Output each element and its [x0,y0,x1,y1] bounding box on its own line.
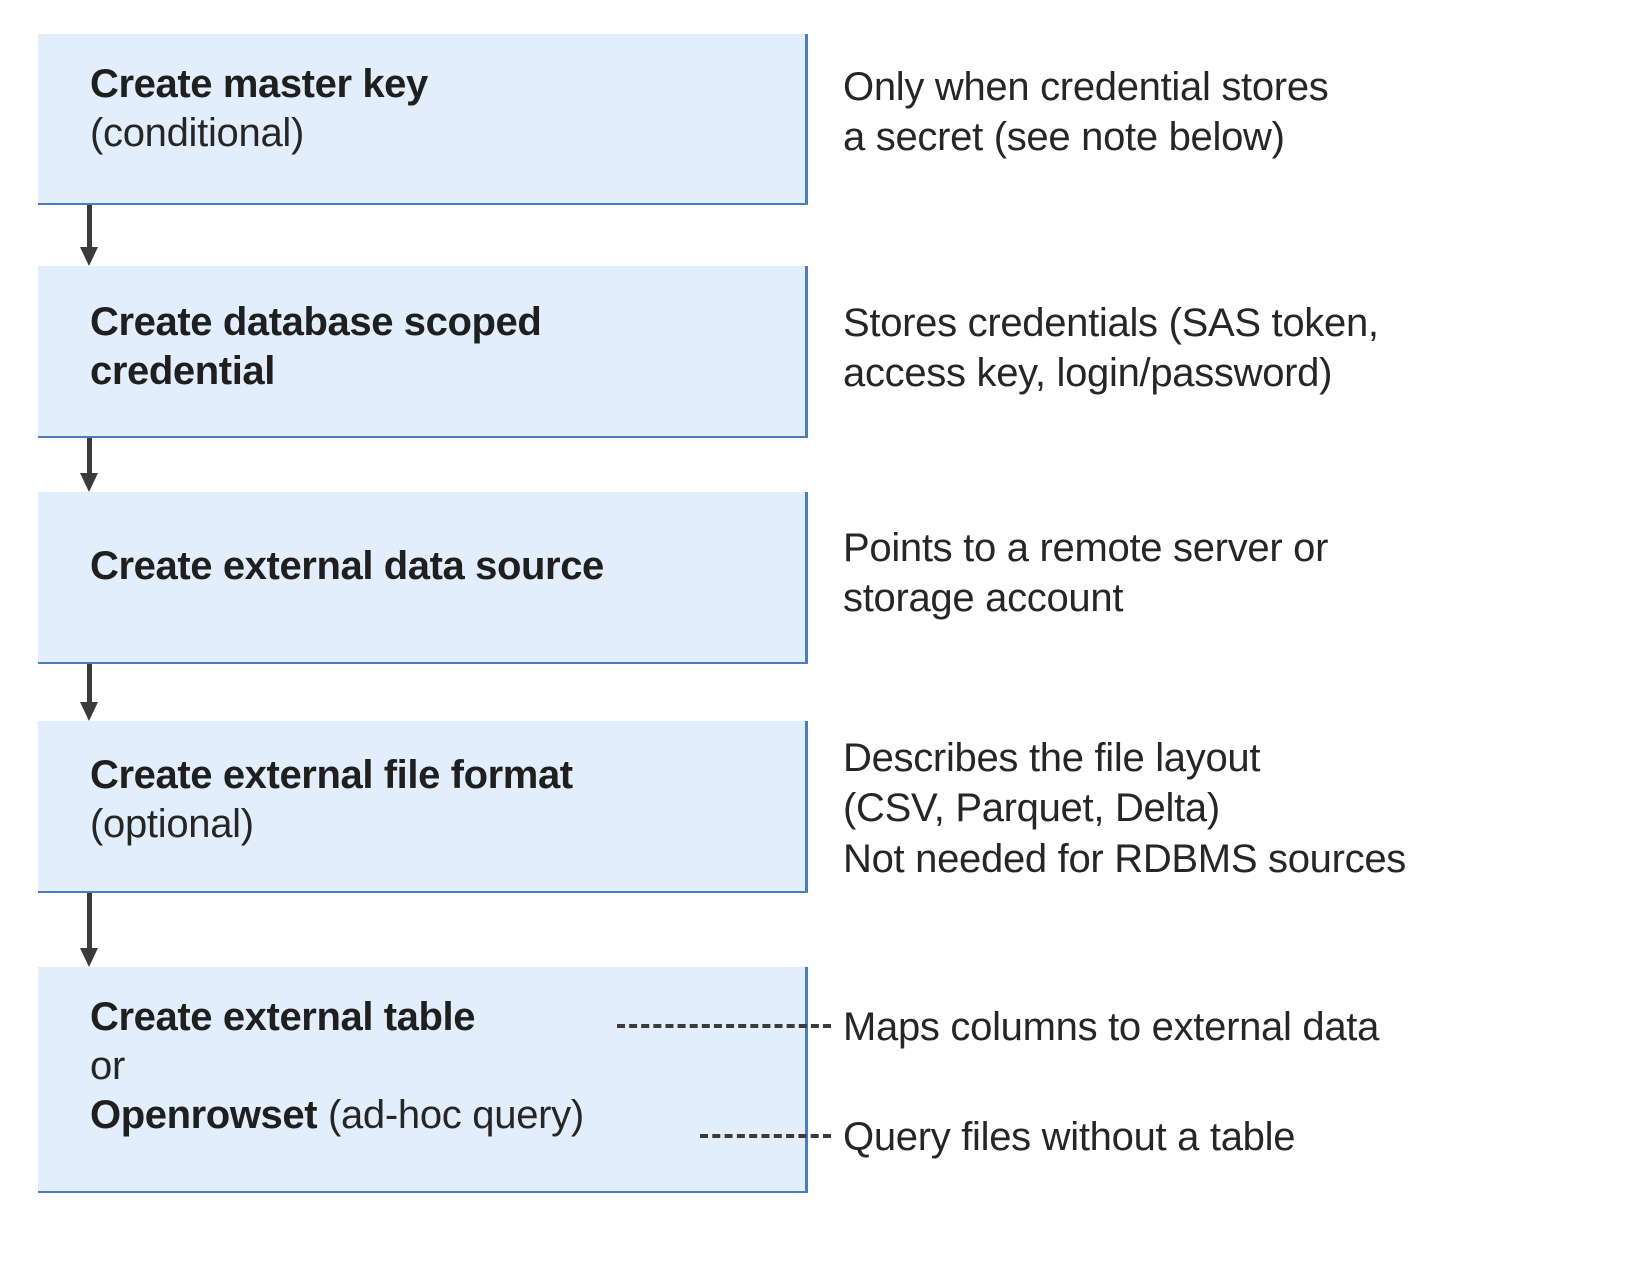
step-note-create-external-table: Maps columns to external data [843,1005,1380,1049]
dashed-connector-external-table [617,1024,831,1028]
step-title-openrowset: Openrowset [90,1092,318,1137]
step-title-create-external-file-format: Create external file format [90,753,573,797]
step-box-create-external-file-format[interactable]: Create external file format (optional) [38,721,808,893]
step-box-text-group: Create external data source [90,542,791,591]
arrow-down-icon-1 [80,205,98,267]
step-subtitle-openrowset: (ad-hoc query) [317,1092,584,1137]
arrow-down-icon-2 [80,438,98,493]
step-box-text-group: Create database scoped credential [90,298,791,396]
step-box-text-group: Create master key (conditional) [90,60,791,158]
step-title-create-external-table: Create external table [90,995,476,1039]
step-alt-line: Openrowset (ad-hoc query) [90,1091,791,1140]
step-box-text-group: Create external table or Openrowset (ad-… [90,993,791,1139]
step-note-create-master-key: Only when credential stores a secret (se… [843,65,1329,160]
step-box-create-external-data-source[interactable]: Create external data source [38,492,808,664]
step-box-create-master-key[interactable]: Create master key (conditional) [38,34,808,205]
step-note-openrowset: Query files without a table [843,1115,1296,1159]
step-box-create-database-scoped-credential[interactable]: Create database scoped credential [38,266,808,438]
arrow-down-icon-4 [80,893,98,968]
step-connector-word-or: or [90,1043,125,1088]
arrow-down-icon-3 [80,664,98,722]
step-subtitle-create-master-key: (conditional) [90,110,304,155]
step-box-text-group: Create external file format (optional) [90,751,791,849]
step-subtitle-create-external-file-format: (optional) [90,801,254,846]
step-note-create-external-data-source: Points to a remote server or storage acc… [843,526,1329,621]
step-box-create-external-table-or-openrowset[interactable]: Create external table or Openrowset (ad-… [38,967,808,1193]
step-title-create-master-key: Create master key [90,62,428,106]
step-note-create-database-scoped-credential: Stores credentials (SAS token, access ke… [843,301,1379,396]
step-note-create-external-file-format: Describes the file layout (CSV, Parquet,… [843,736,1406,881]
dashed-connector-openrowset [700,1134,831,1138]
step-title-create-external-data-source: Create external data source [90,544,604,588]
step-title-create-database-scoped-credential: Create database scoped credential [90,300,542,393]
